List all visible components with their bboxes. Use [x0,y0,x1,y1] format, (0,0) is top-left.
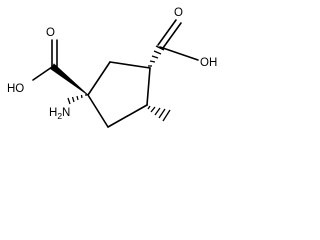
carbonyl-bond-right-b [162,22,182,49]
carbonyl-oxygen-label-left: O [46,27,55,39]
ring-bond-c2-c3 [109,61,151,69]
left-carboxyl-group [32,39,89,96]
chemical-structure: HO O O OH H2N [7,7,217,128]
amino-hashed-bond [67,94,87,105]
right-carboxyl-group [157,19,199,61]
amino-label: H2N [49,107,70,121]
amino-subscript: 2 [57,111,62,121]
ring-bond-c1-c2 [87,61,111,96]
ring-bond-c5-c1 [87,94,109,128]
hydroxyl-label-right: OH [200,57,217,69]
amino-n: N [62,107,70,119]
hydroxyl-bond-right [159,46,199,61]
wedge-bond-c1-carboxyl [50,63,89,96]
hydroxyl-label-left: HO [7,83,24,95]
ring-bond-c4-c5 [107,104,148,128]
carbonyl-oxygen-label-right: O [174,7,183,19]
cyclopentane-ring [87,61,151,128]
hydroxyl-bond-left [32,66,53,81]
amino-h: H [49,107,57,119]
carbonyl-bond-right-a [157,19,177,46]
structure-canvas: HO O O OH H2N [0,0,236,142]
ring-bond-c3-c4 [146,67,151,106]
atom-labels: HO O O OH H2N [7,7,217,121]
methyl-hashed-bond [147,105,171,122]
right-carboxyl-hashed-bond [148,45,165,67]
